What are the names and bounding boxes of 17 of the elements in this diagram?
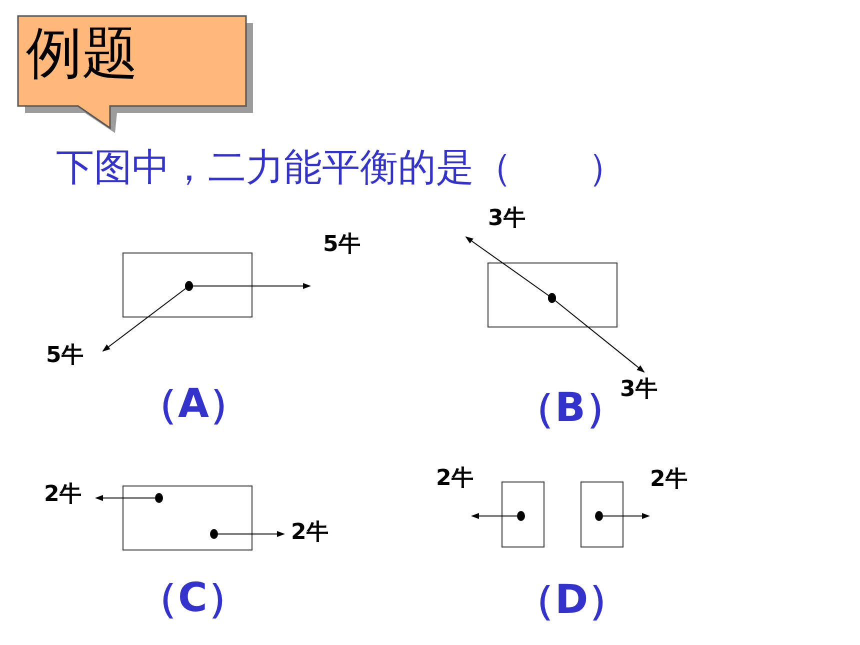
force-label: 2牛	[44, 484, 82, 506]
option-letter: （D）	[515, 580, 628, 620]
force-label: 2牛	[436, 468, 474, 490]
option-letter: （A）	[138, 384, 249, 424]
force-label: 2牛	[291, 522, 328, 544]
force-label: 2牛	[650, 469, 688, 491]
force-label: 5牛	[323, 234, 360, 256]
question-text: 下图中，二力能平衡的是（ ）	[56, 148, 626, 186]
force-label: 3牛	[488, 208, 526, 230]
block-rect	[502, 482, 544, 548]
option-letter: （C）	[138, 578, 248, 618]
block-rect	[122, 486, 252, 550]
block-rect	[122, 252, 252, 318]
block-rect	[580, 482, 624, 548]
force-label: 5牛	[46, 345, 84, 367]
block-rect	[488, 262, 618, 328]
callout-text: 例题	[26, 26, 138, 82]
